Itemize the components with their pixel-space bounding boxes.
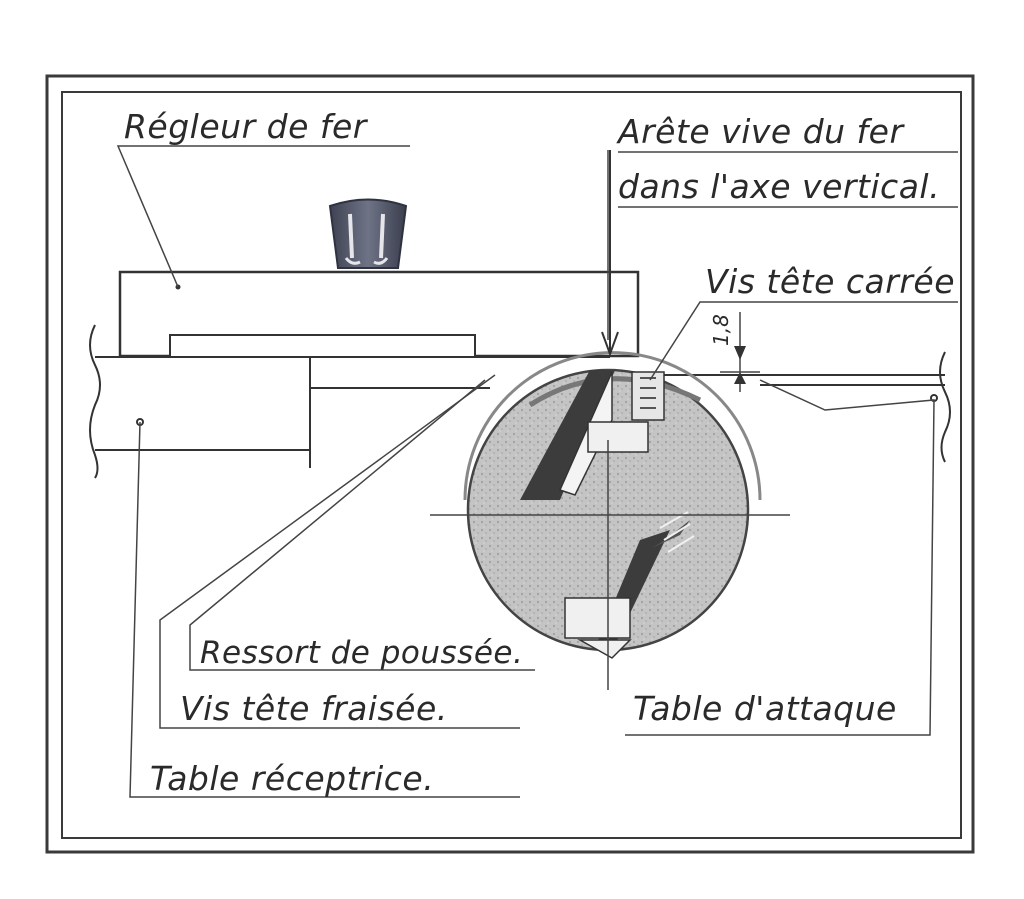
label-square-head-screw: Vis tête carrée xyxy=(705,262,955,301)
outer-frame xyxy=(45,74,975,854)
label-infeed-table: Table d'attaque xyxy=(633,689,897,728)
iron-adjuster-inner xyxy=(169,334,476,358)
dimension-label: 1,8 xyxy=(709,314,733,346)
label-outfeed-table: Table réceptrice. xyxy=(150,759,434,798)
label-iron-adjuster: Régleur de fer xyxy=(124,107,369,146)
leader-lines xyxy=(116,145,958,798)
label-push-spring: Ressort de poussée. xyxy=(200,635,523,671)
infeed-table xyxy=(650,351,951,463)
cutter-head-icon xyxy=(430,150,790,690)
label-sharp-edge-line2: dans l'axe vertical. xyxy=(618,167,940,206)
label-countersunk-screw: Vis tête fraisée. xyxy=(180,689,448,728)
label-sharp-edge-line1: Arête vive du fer xyxy=(616,112,905,151)
inner-frame xyxy=(61,91,962,839)
outfeed-table xyxy=(89,324,610,479)
knob-icon xyxy=(328,198,408,269)
dimension-marker: 1,8 xyxy=(709,312,760,392)
